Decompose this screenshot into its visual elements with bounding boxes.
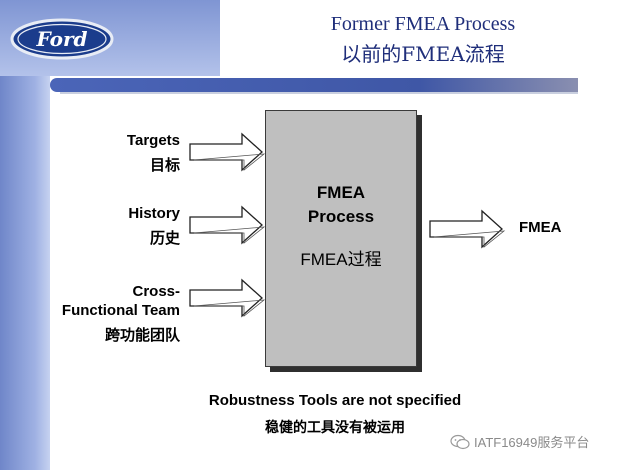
left-decor-band: [0, 0, 50, 470]
process-label-line2: Process: [307, 207, 375, 226]
input-cross-functional-team: Cross- Functional Team 跨功能团队: [10, 282, 180, 345]
process-label-line1: FMEA: [316, 183, 366, 202]
input-targets-cn: 目标: [149, 157, 180, 174]
input-targets: Targets 目标: [10, 131, 180, 175]
arrow-output: [429, 209, 506, 249]
input-cft-en-line1: Cross-: [132, 283, 180, 300]
title-divider-bar: [50, 78, 578, 92]
ford-logo-text: Ford: [36, 27, 88, 51]
arrow-targets: [189, 132, 266, 172]
footer-note-english: Robustness Tools are not specified: [208, 392, 462, 409]
footer-note-chinese: 稳健的工具没有被运用: [265, 419, 405, 435]
watermark-text: IATF16949服务平台: [474, 435, 590, 450]
process-label-cn: FMEA过程: [300, 250, 382, 269]
input-targets-en: Targets: [126, 132, 180, 149]
arrow-cross-functional-team: [189, 278, 266, 318]
input-history-en: History: [128, 205, 180, 222]
process-box: FMEA Process FMEA过程: [265, 110, 417, 367]
title-divider-line: [60, 92, 578, 94]
input-history: History 历史: [10, 204, 180, 248]
input-history-cn: 历史: [149, 230, 180, 247]
title-chinese: 以前的FMEA流程: [341, 42, 505, 66]
input-cft-cn: 跨功能团队: [104, 327, 180, 344]
output-fmea: FMEA: [519, 219, 562, 236]
wechat-icon: [450, 434, 470, 449]
watermark: IATF16949服务平台: [450, 432, 589, 451]
input-cft-en-line2: Functional Team: [61, 302, 180, 319]
title-english: Former FMEA Process: [330, 13, 516, 35]
arrow-history: [189, 205, 266, 245]
ford-logo: Ford: [10, 18, 114, 60]
